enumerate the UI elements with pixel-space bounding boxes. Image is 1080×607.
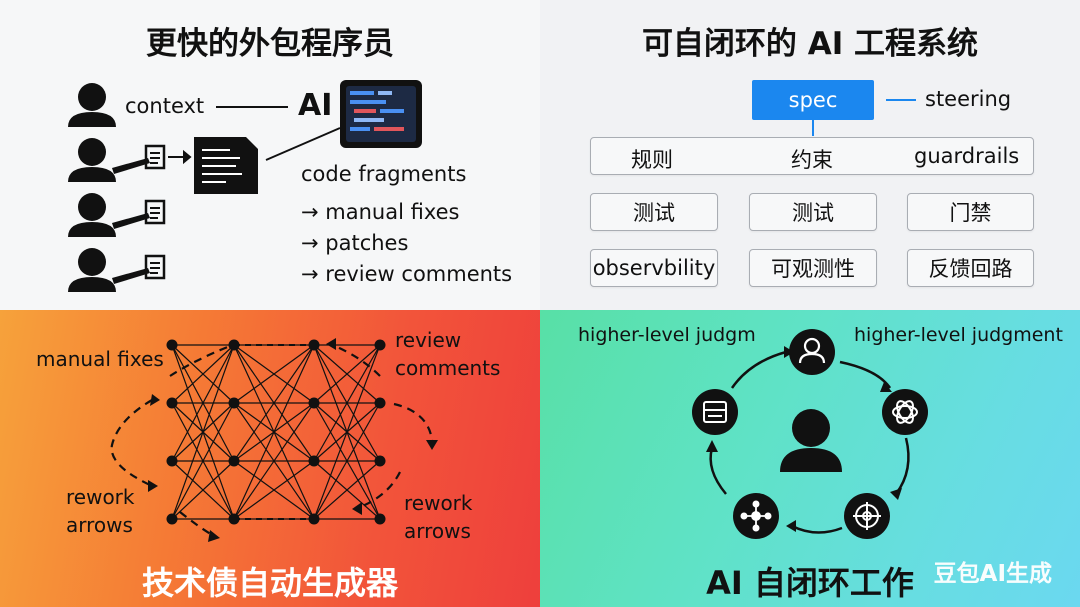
code-window-icon <box>340 80 422 148</box>
panel-faster-outsourced-programmer: 更快的外包程序员 <box>0 0 540 310</box>
network-node <box>229 340 240 351</box>
judgment-label-right: higher-level judgment <box>854 324 1063 346</box>
network-node <box>167 398 178 409</box>
ai-label: AI <box>298 88 332 123</box>
rules-row: 规则 约束 guardrails <box>590 137 1034 175</box>
person-icon <box>68 83 116 127</box>
context-label: context <box>125 94 204 118</box>
grid-cell: 反馈回路 <box>907 249 1034 287</box>
arrows-label: arrows <box>66 513 133 537</box>
code-fragments-label: code fragments <box>301 162 466 186</box>
panel-title: 技术债自动生成器 <box>0 558 540 604</box>
row-cell: 约束 <box>791 144 833 174</box>
row-cell: 规则 <box>631 144 673 174</box>
list-item: → patches <box>301 231 408 255</box>
grid-cell: 可观测性 <box>749 249 877 287</box>
network-node-icon <box>733 493 779 539</box>
manual-fixes-label: manual fixes <box>36 347 164 371</box>
spec-box: spec <box>752 80 874 120</box>
arrows-label: arrows <box>404 519 471 543</box>
network-node <box>375 514 386 525</box>
panel-title: 可自闭环的 AI 工程系统 <box>540 18 1080 63</box>
grid-cell: 门禁 <box>907 193 1034 231</box>
grid-cell: 测试 <box>749 193 877 231</box>
judgment-label-left: higher-level judgm <box>578 324 756 346</box>
network-node <box>167 340 178 351</box>
network-node <box>167 514 178 525</box>
row-cell: guardrails <box>914 144 1019 168</box>
arrow-right-icon <box>168 152 190 162</box>
grid-cell: 测试 <box>590 193 718 231</box>
ai-model-node-icon <box>882 389 928 435</box>
network-node <box>375 340 386 351</box>
network-node <box>309 398 320 409</box>
panel-tech-debt-generator: manual fixes review comments rework arro… <box>0 310 540 607</box>
network-node <box>229 398 240 409</box>
network-node <box>375 456 386 467</box>
person-icon <box>68 138 164 182</box>
network-node <box>309 514 320 525</box>
network-node <box>309 340 320 351</box>
network-node <box>309 456 320 467</box>
list-item: → manual fixes <box>301 200 459 224</box>
steering-label: steering <box>925 87 1011 111</box>
grid-cell: observbility <box>590 249 718 287</box>
network-node <box>229 514 240 525</box>
rework-label: rework <box>404 491 473 515</box>
person-icon <box>780 409 842 472</box>
inbox-node-icon <box>692 389 738 435</box>
comments-label: comments <box>395 356 500 380</box>
person-icon <box>68 193 164 237</box>
person-icon <box>68 248 164 292</box>
ai-agent-node-icon <box>844 493 890 539</box>
document-icon <box>194 137 258 194</box>
rework-label: rework <box>66 485 135 509</box>
network-node <box>167 456 178 467</box>
review-label: review <box>395 328 461 352</box>
watermark: 豆包AI生成 <box>934 554 1052 588</box>
network-node <box>375 398 386 409</box>
list-item: → review comments <box>301 262 512 286</box>
user-node-icon <box>789 329 835 375</box>
network-node <box>229 456 240 467</box>
connector-line <box>266 128 340 160</box>
